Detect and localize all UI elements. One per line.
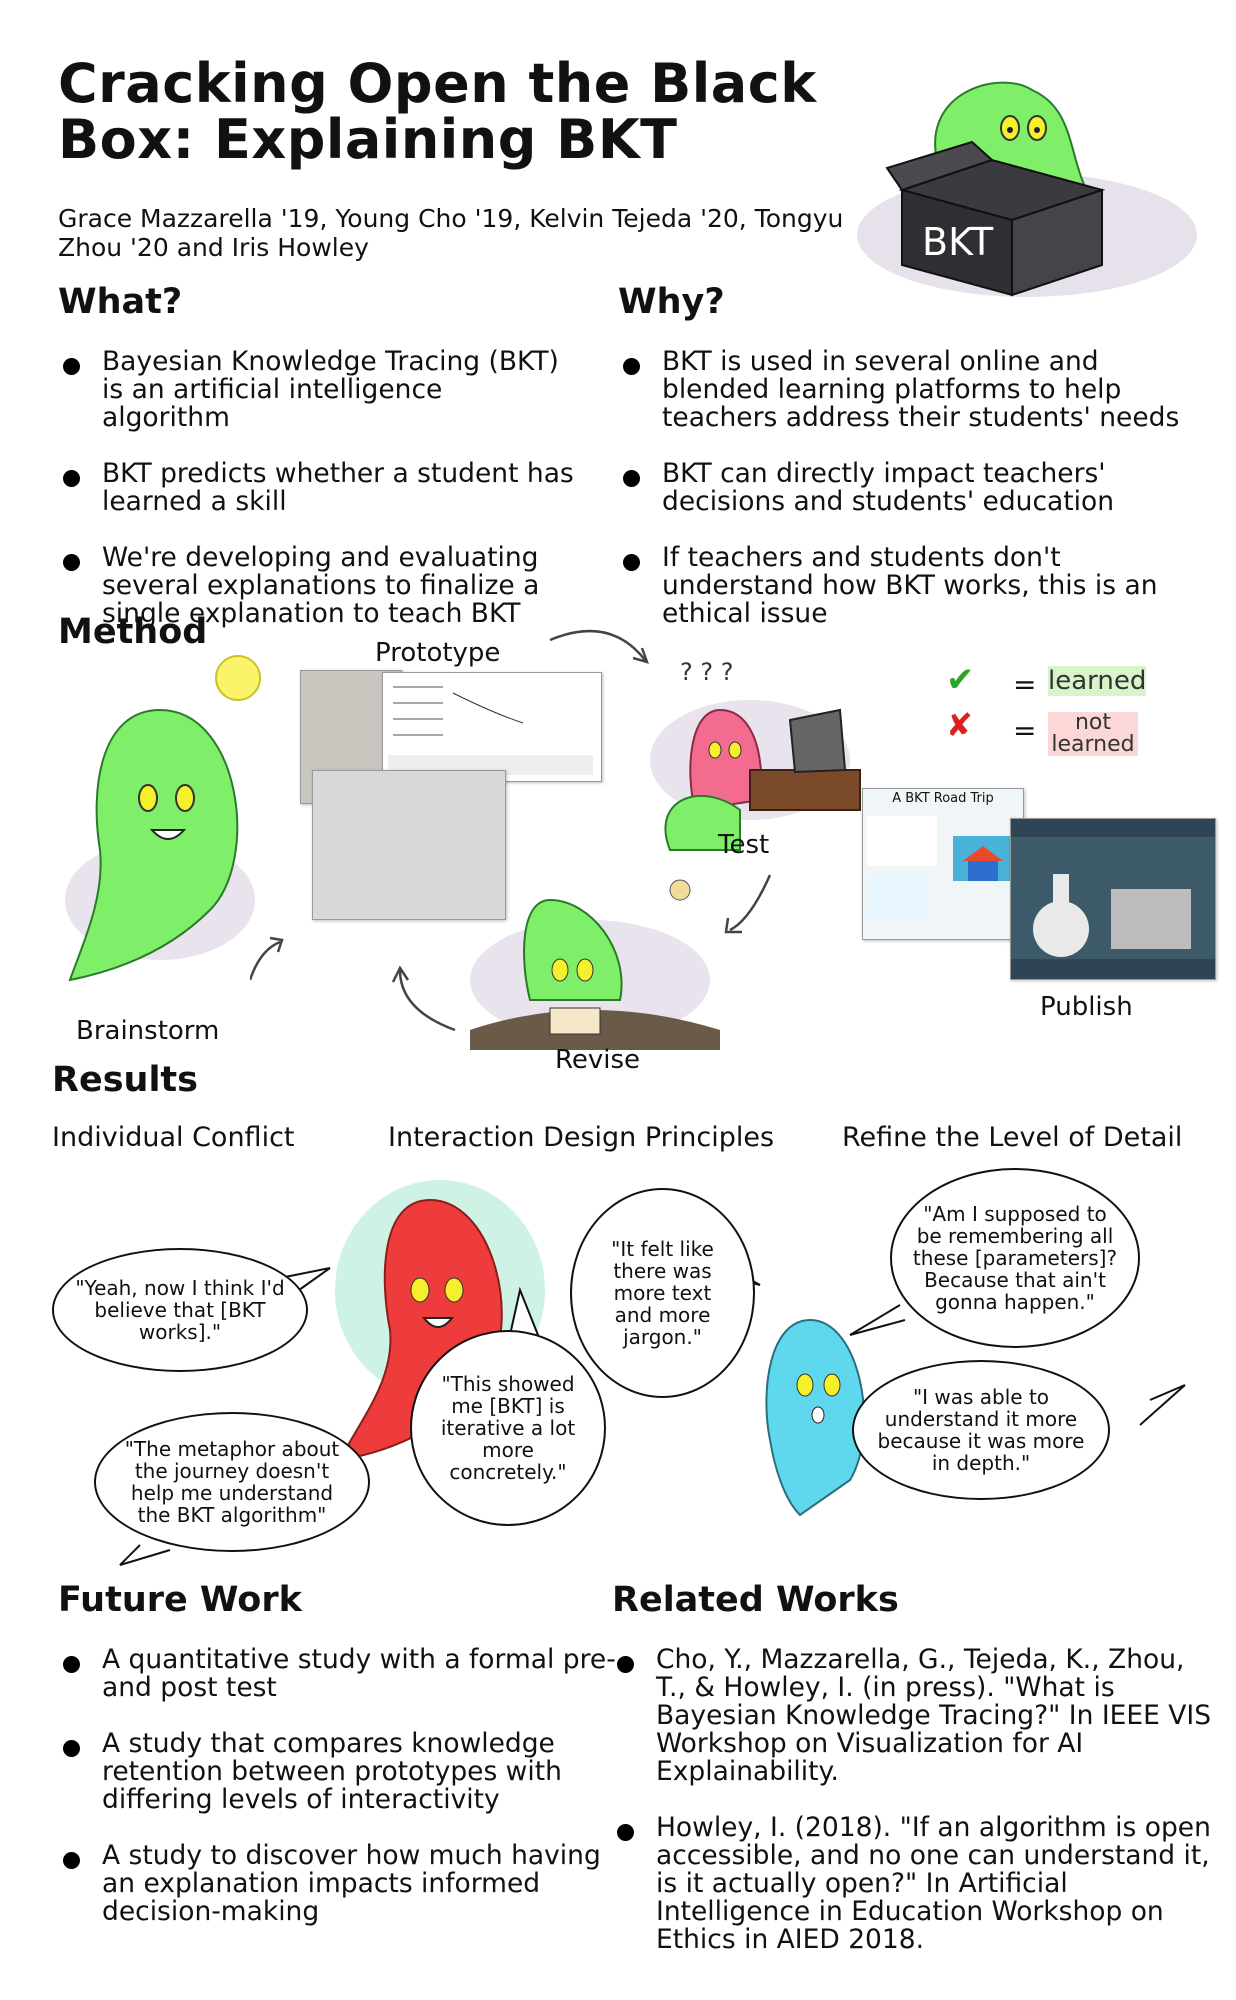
why-item: If teachers and students don't understan…: [618, 544, 1213, 628]
what-heading: What?: [58, 282, 183, 322]
future-work-item: A study to discover how much having an e…: [58, 1842, 618, 1926]
quote-iterative-bubble: "This showed me [BKT] is iterative a lot…: [410, 1330, 606, 1526]
legend-learned: learned: [1048, 666, 1147, 696]
why-item: BKT is used in several online and blende…: [618, 348, 1213, 432]
revise-ghost-illustration: [470, 879, 720, 1050]
revise-label: Revise: [555, 1045, 641, 1075]
blue-ghost-illustration: [765, 1318, 866, 1517]
what-item: Bayesian Knowledge Tracing (BKT) is an a…: [58, 348, 578, 432]
results-heading: Results: [52, 1060, 198, 1100]
prototype-flask-photo: [312, 770, 506, 920]
why-heading: Why?: [618, 282, 725, 322]
quote-remembering-bubble: "Am I supposed to be remembering all the…: [890, 1168, 1140, 1348]
what-item: BKT predicts whether a student has learn…: [58, 460, 578, 516]
related-works-section: Related Works Cho, Y., Mazzarella, G., T…: [612, 1580, 1212, 1982]
legend-equals: =: [1013, 668, 1037, 701]
quote-depth-bubble: "I was able to understand it more becaus…: [852, 1360, 1110, 1500]
related-works-heading: Related Works: [612, 1580, 899, 1620]
box-label: BKT: [922, 220, 994, 264]
road-trip-title: A BKT Road Trip: [892, 791, 994, 806]
ghost-with-bkt-box-illustration: BKT: [857, 81, 1197, 297]
quote-depth: "I was able to understand it more becaus…: [877, 1385, 1085, 1475]
authors: Grace Mazzarella '19, Young Cho '19, Kel…: [58, 204, 844, 262]
learned-legend: ✔ = learned ✘ = not learned: [938, 660, 1188, 770]
legend-equals: =: [1013, 714, 1037, 747]
future-work-section: Future Work A quantitative study with a …: [58, 1580, 618, 1954]
quote-metaphor-bubble: "The metaphor about the journey doesn't …: [94, 1412, 370, 1552]
quote-remembering: "Am I supposed to be remembering all the…: [912, 1202, 1118, 1314]
what-item: We're developing and evaluating several …: [58, 544, 578, 628]
method-heading: Method: [58, 612, 208, 652]
checkmark-icon: ✔: [946, 660, 975, 700]
pour-test-tube-screenshot: [1010, 818, 1216, 980]
prototype-label: Prototype: [375, 638, 501, 668]
quote-metaphor: "The metaphor about the journey doesn't …: [124, 1437, 340, 1527]
x-mark-icon: ✘: [946, 706, 973, 744]
what-section: What? Bayesian Knowledge Tracing (BKT) i…: [58, 282, 578, 656]
future-work-heading: Future Work: [58, 1580, 302, 1620]
brainstorm-ghost-illustration: [65, 655, 261, 982]
results-column-individual-conflict: Individual Conflict: [52, 1122, 295, 1153]
why-item: BKT can directly impact teachers' decisi…: [618, 460, 1213, 516]
results-column-refine-detail: Refine the Level of Detail: [842, 1122, 1183, 1153]
quote-believe: "Yeah, now I think I'd believe that [BKT…: [75, 1276, 285, 1344]
test-label: Test: [718, 830, 770, 860]
related-work-item: Cho, Y., Mazzarella, G., Tejeda, K., Zho…: [612, 1646, 1212, 1786]
why-section: Why? BKT is used in several online and b…: [618, 282, 1213, 656]
road-trip-screenshot: A BKT Road Trip: [862, 788, 1024, 940]
quote-jargon-bubble: "It felt like there was more text and mo…: [570, 1188, 755, 1398]
poster-title: Cracking Open the Black Box: Explaining …: [58, 52, 817, 171]
test-ghost-illustration: ? ? ?: [650, 658, 861, 851]
quote-jargon: "It felt like there was more text and mo…: [611, 1237, 714, 1349]
prototype-diagram-screenshot: [382, 672, 602, 782]
quote-iterative: "This showed me [BKT] is iterative a lot…: [440, 1372, 576, 1484]
quote-believe-bubble: "Yeah, now I think I'd believe that [BKT…: [52, 1248, 308, 1372]
results-column-interaction-design: Interaction Design Principles: [388, 1122, 775, 1153]
future-work-item: A study that compares knowledge retentio…: [58, 1730, 618, 1814]
legend-not-learned: not learned: [1048, 712, 1138, 756]
publish-label: Publish: [1040, 992, 1133, 1022]
brainstorm-label: Brainstorm: [76, 1016, 220, 1046]
related-work-item: Howley, I. (2018). "If an algorithm is o…: [612, 1814, 1212, 1954]
future-work-item: A quantitative study with a formal pre- …: [58, 1646, 618, 1702]
svg-text:? ? ?: ? ? ?: [680, 658, 733, 686]
